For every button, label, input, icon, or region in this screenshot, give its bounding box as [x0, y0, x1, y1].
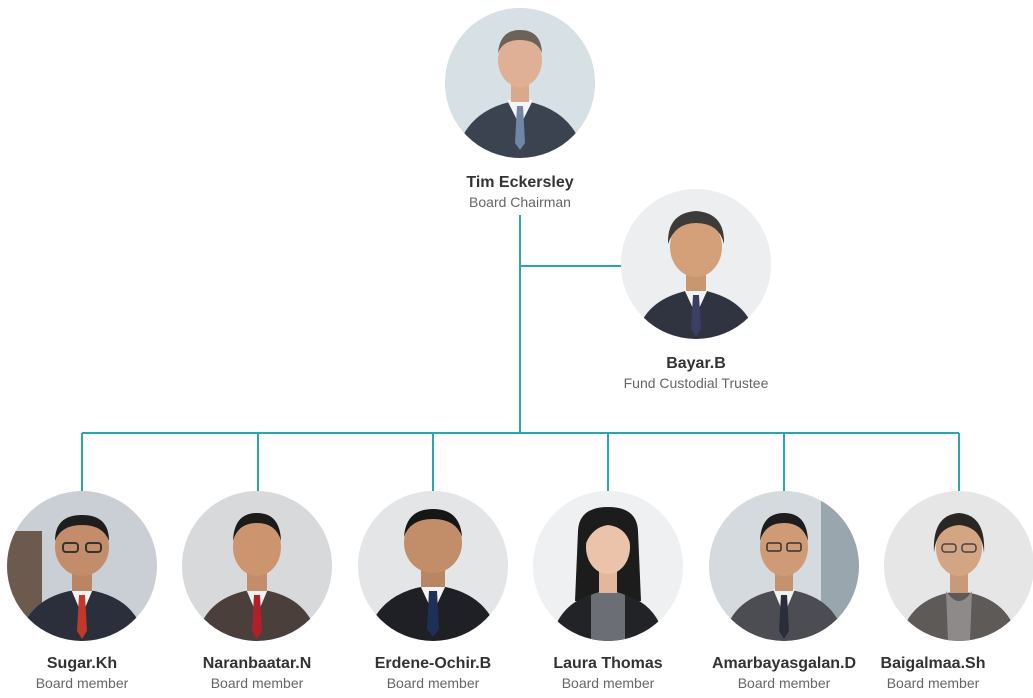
member-name: Laura Thomas — [553, 655, 663, 672]
member-role: Board member — [561, 675, 655, 691]
trustee-name: Bayar.B — [666, 355, 726, 372]
member-role: Board member — [737, 675, 831, 691]
member-name: Naranbaatar.N — [202, 655, 312, 672]
chairman-name: Tim Eckersley — [466, 174, 574, 191]
member-photo — [358, 491, 508, 641]
member-role: Board member — [886, 675, 980, 691]
member-role: Board member — [210, 675, 304, 691]
chairman-photo — [445, 8, 595, 158]
member-role: Board member — [386, 675, 480, 691]
trustee-photo — [621, 189, 771, 339]
member-photo — [709, 491, 859, 641]
member-photo — [7, 491, 157, 641]
chairman-role: Board Chairman — [469, 194, 571, 210]
member-name: Erdene-Ochir.B — [374, 655, 492, 672]
member-name: Sugar.Kh — [46, 655, 118, 672]
member-name: Amarbayasgalan.D — [711, 655, 857, 672]
member-role: Board member — [35, 675, 129, 691]
trustee-role: Fund Custodial Trustee — [623, 375, 769, 391]
member-name: Baigalmaa.Sh — [880, 655, 986, 672]
member-photo — [533, 491, 683, 641]
member-photo — [182, 491, 332, 641]
member-photo — [884, 491, 1033, 641]
